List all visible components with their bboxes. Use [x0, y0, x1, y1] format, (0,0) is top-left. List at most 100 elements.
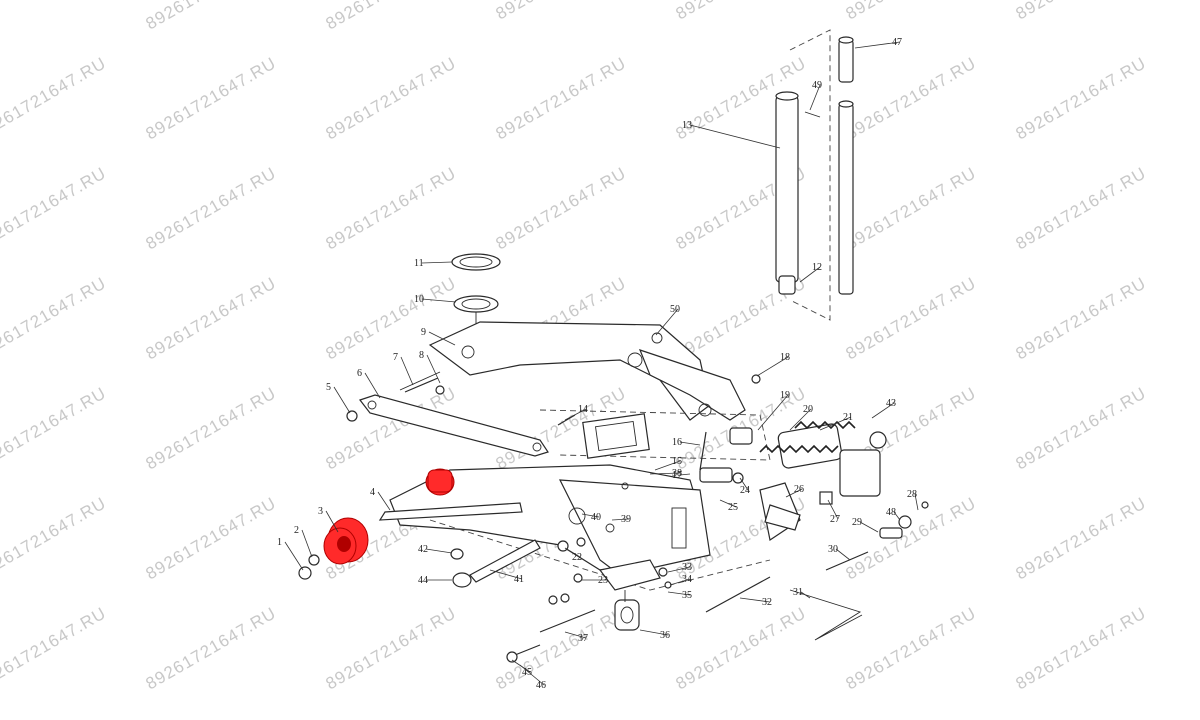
- watermark-text: 89261721647.RU: [0, 383, 110, 473]
- callout: 33: [667, 562, 692, 573]
- callout-leader: [428, 331, 456, 346]
- callout-leader: [519, 664, 545, 686]
- lifting-arm: [428, 321, 746, 421]
- callout: 7: [393, 352, 414, 386]
- callout: 43: [871, 398, 896, 419]
- callout-number: 45: [522, 667, 532, 678]
- callout-leader: [564, 547, 581, 558]
- watermark-text: 89261721647.RU: [1013, 163, 1150, 253]
- callout: 50: [655, 304, 680, 336]
- callout-number: 35: [682, 590, 692, 601]
- callout-number: 20: [803, 404, 813, 415]
- callout: 24: [739, 477, 750, 496]
- watermark-text: 89261721647.RU: [493, 53, 630, 143]
- watermark-text: 89261721647.RU: [493, 603, 630, 693]
- callout-leader: [301, 529, 313, 558]
- callout: 23: [582, 575, 608, 586]
- callout: 13: [682, 120, 781, 149]
- callout-number: 18: [780, 352, 790, 363]
- callout-leader: [667, 591, 691, 596]
- callout-number: 50: [670, 304, 680, 315]
- watermark-text: 89261721647.RU: [843, 273, 980, 363]
- callout: 22: [564, 547, 582, 563]
- callout: 3: [318, 506, 339, 533]
- callout-leader: [756, 356, 789, 377]
- callout-number: 26: [794, 484, 804, 495]
- callout: 19: [757, 390, 790, 431]
- front-axle: [298, 502, 541, 588]
- callout-number: 28: [907, 489, 917, 500]
- callout-number: 1: [277, 537, 282, 548]
- callout: 5: [326, 382, 351, 414]
- callout: 38: [649, 468, 682, 479]
- callout-number: 17: [672, 470, 682, 481]
- callout: 34: [669, 574, 692, 586]
- watermark-text: 89261721647.RU: [323, 603, 460, 693]
- callout-leader: [785, 488, 803, 498]
- watermark-text: 89261721647.RU: [1013, 53, 1150, 143]
- callout: 14: [564, 404, 588, 421]
- callout-leader: [649, 472, 681, 475]
- callout: 32: [739, 597, 772, 608]
- callout-leader: [679, 473, 691, 476]
- callout: 49: [809, 80, 822, 111]
- watermark-text: 89261721647.RU: [143, 603, 280, 693]
- callout: 25: [719, 499, 738, 513]
- callout-leader: [377, 491, 391, 511]
- watermark-text: 89261721647.RU: [843, 493, 980, 583]
- callout-leader: [757, 394, 789, 431]
- watermark-text: 89261721647.RU: [673, 0, 810, 23]
- callout-leader: [739, 477, 749, 491]
- watermark-text: 89261721647.RU: [673, 603, 810, 693]
- callout-number: 21: [843, 412, 853, 423]
- callout-number: 49: [812, 80, 822, 91]
- callout-leader: [914, 493, 919, 511]
- callout-number: 10: [414, 294, 424, 305]
- callout: 12: [799, 262, 822, 283]
- watermark-text: 89261721647.RU: [143, 0, 280, 33]
- pump-cylinder-assembly: [775, 29, 854, 321]
- watermark-text: 89261721647.RU: [1013, 0, 1150, 23]
- callout: 16: [672, 437, 701, 448]
- watermark-text: 89261721647.RU: [0, 53, 110, 143]
- callout-leader: [689, 124, 781, 149]
- callout-number: 33: [682, 562, 692, 573]
- callout: 26: [785, 484, 804, 498]
- callout-number: 3: [318, 506, 323, 517]
- callout: 17: [672, 470, 691, 481]
- callout-number: 27: [830, 514, 840, 525]
- callout-number: 22: [572, 552, 582, 563]
- callout-number: 37: [578, 633, 588, 644]
- callout: 44: [418, 575, 452, 586]
- callout-leader: [859, 521, 879, 533]
- callout-leader: [854, 41, 901, 49]
- callout-leader: [489, 569, 523, 580]
- callout-leader: [667, 566, 691, 573]
- callout: 2: [294, 525, 313, 558]
- callout: 6: [357, 368, 381, 399]
- callout: 37: [564, 631, 588, 644]
- watermark-text: 89261721647.RU: [0, 163, 110, 253]
- watermark-text: 89261721647.RU: [143, 273, 280, 363]
- callout: 28: [907, 489, 919, 511]
- callout-number: 12: [812, 262, 822, 273]
- watermark-text: 89261721647.RU: [143, 493, 280, 583]
- callout: 36: [639, 629, 670, 641]
- callout-leader: [426, 354, 441, 384]
- callout-leader: [739, 597, 771, 603]
- callout-number: 5: [326, 382, 331, 393]
- callout-leader: [669, 578, 691, 586]
- callout: 1: [277, 537, 304, 571]
- callout: 48: [886, 507, 901, 521]
- callout-number: 25: [728, 502, 738, 513]
- watermark-text: 89261721647.RU: [0, 273, 110, 363]
- callout-number: 2: [294, 525, 299, 536]
- callout-leader: [799, 266, 821, 283]
- callout-number: 9: [421, 327, 426, 338]
- callout-leader: [333, 386, 351, 414]
- watermark-text: 89261721647.RU: [323, 0, 460, 33]
- watermark-text: 89261721647.RU: [143, 163, 280, 253]
- callout-leader: [421, 298, 457, 303]
- callout-leader: [425, 548, 453, 554]
